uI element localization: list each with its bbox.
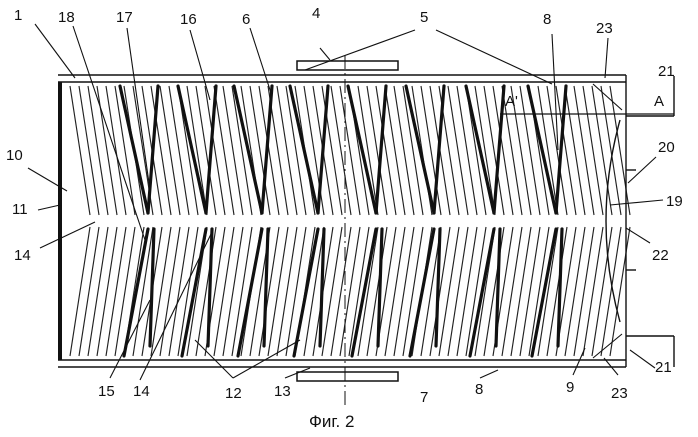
hatch-line bbox=[532, 229, 556, 356]
hatch-line bbox=[592, 227, 612, 356]
hatch-line bbox=[394, 227, 414, 356]
hatch-line bbox=[439, 227, 459, 356]
hatch-line bbox=[223, 227, 243, 356]
hatch-line bbox=[592, 86, 612, 215]
hatch-line bbox=[264, 229, 268, 346]
label-14-bottom: 14 bbox=[133, 383, 150, 400]
hatch-line bbox=[358, 227, 378, 356]
label-18: 18 bbox=[58, 9, 75, 26]
hatch-line bbox=[97, 227, 117, 356]
hatch-line bbox=[466, 86, 494, 213]
hatch-line bbox=[376, 86, 386, 213]
label-5: 5 bbox=[420, 9, 428, 26]
hatch-line bbox=[70, 86, 90, 215]
hatch-line bbox=[160, 86, 180, 215]
hatch-line bbox=[385, 227, 405, 356]
hatch-line bbox=[565, 86, 585, 215]
label-13: 13 bbox=[274, 383, 291, 400]
hatch-line bbox=[318, 86, 328, 213]
hatch-line bbox=[457, 86, 477, 215]
hatch-line bbox=[88, 227, 108, 356]
label-1: 1 bbox=[14, 7, 22, 24]
hatch-line bbox=[160, 227, 180, 356]
label-14: 14 bbox=[14, 247, 31, 264]
label-23: 23 bbox=[596, 20, 613, 37]
label-21-bottom: 21 bbox=[655, 359, 672, 376]
hatch-line bbox=[70, 227, 90, 356]
hatch-line bbox=[148, 86, 158, 213]
hatch-line bbox=[178, 86, 206, 213]
hatch-line bbox=[208, 229, 212, 346]
hatch-line bbox=[331, 227, 351, 356]
hatch-line bbox=[436, 229, 440, 346]
hatch-line bbox=[565, 227, 585, 356]
hatch-line bbox=[348, 86, 376, 213]
hatch-line bbox=[349, 227, 369, 356]
hatch-line bbox=[601, 86, 621, 215]
hatch-line bbox=[378, 229, 382, 346]
hatch-line bbox=[268, 227, 288, 356]
hatch-line bbox=[558, 229, 562, 346]
label-8: 8 bbox=[543, 11, 551, 28]
label-19: 19 bbox=[666, 193, 683, 210]
hatch-line bbox=[529, 227, 549, 356]
hatch-line bbox=[574, 227, 594, 356]
label-8-bottom: 8 bbox=[475, 381, 483, 398]
hatch-line bbox=[286, 227, 306, 356]
hatch-line bbox=[448, 86, 468, 215]
hatch-line bbox=[475, 86, 495, 215]
hatch-line bbox=[538, 227, 558, 356]
hatch-line bbox=[352, 229, 376, 356]
hatch-line bbox=[583, 227, 603, 356]
hatch-line bbox=[88, 86, 108, 215]
label-7: 7 bbox=[420, 389, 428, 406]
hatch-line bbox=[511, 227, 531, 356]
hatch-line bbox=[434, 86, 444, 213]
hatch-line bbox=[223, 86, 243, 215]
hatch-line bbox=[106, 227, 126, 356]
label-22: 22 bbox=[652, 247, 669, 264]
hatch-line bbox=[496, 229, 500, 346]
label-10: 10 bbox=[6, 147, 23, 164]
label-11: 11 bbox=[12, 201, 28, 218]
label-a-prime: A' bbox=[505, 93, 518, 110]
label-a: A bbox=[654, 93, 664, 110]
label-12: 12 bbox=[225, 385, 242, 402]
hatch-line bbox=[331, 86, 351, 215]
label-6: 6 bbox=[242, 11, 250, 28]
hatch-line bbox=[502, 227, 522, 356]
hatch-line bbox=[385, 86, 405, 215]
hatch-line bbox=[583, 86, 603, 215]
hatch-line bbox=[520, 86, 540, 215]
label-4: 4 bbox=[312, 5, 320, 22]
hatch-line bbox=[528, 86, 556, 213]
hatch-line bbox=[340, 86, 360, 215]
label-20: 20 bbox=[658, 139, 675, 156]
hatch-line bbox=[169, 86, 189, 215]
label-23-bottom: 23 bbox=[611, 385, 628, 402]
label-16: 16 bbox=[180, 11, 197, 28]
hatch-line bbox=[187, 86, 207, 215]
hatch-line bbox=[79, 86, 99, 215]
hatch-line bbox=[448, 227, 468, 356]
label-15: 15 bbox=[98, 383, 115, 400]
hatch-line bbox=[214, 86, 234, 215]
hatch-line bbox=[150, 229, 154, 346]
hatch-line bbox=[277, 227, 297, 356]
label-21: 21 bbox=[658, 63, 675, 80]
hatch-line bbox=[574, 86, 594, 215]
label-17: 17 bbox=[116, 9, 133, 26]
label-9: 9 bbox=[566, 379, 574, 396]
hatch-line bbox=[79, 227, 99, 356]
figure-caption: Фиг. 2 bbox=[309, 412, 354, 431]
hatch-line bbox=[115, 227, 135, 356]
hatch-line bbox=[214, 227, 234, 356]
hatch-line bbox=[234, 86, 262, 213]
